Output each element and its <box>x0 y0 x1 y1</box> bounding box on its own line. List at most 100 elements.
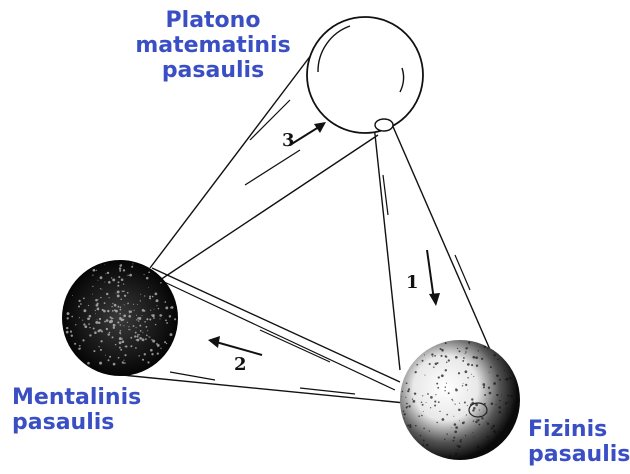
texture-speckle <box>411 398 414 400</box>
texture-speckle <box>107 333 110 336</box>
texture-speckle <box>128 312 131 314</box>
texture-speckle <box>123 314 127 318</box>
texture-speckle <box>92 293 94 295</box>
texture-speckle <box>409 425 412 429</box>
texture-speckle <box>134 335 137 338</box>
texture-speckle <box>467 347 469 349</box>
texture-speckle <box>141 309 145 312</box>
texture-speckle <box>478 423 481 426</box>
texture-speckle <box>122 317 124 319</box>
texture-speckle <box>493 354 496 357</box>
texture-speckle <box>149 318 152 321</box>
texture-speckle <box>152 339 156 343</box>
texture-speckle <box>141 315 143 317</box>
texture-speckle <box>418 415 420 417</box>
texture-speckle <box>495 403 497 406</box>
texture-speckle <box>128 314 132 318</box>
texture-speckle <box>99 348 103 351</box>
texture-speckle <box>139 300 141 302</box>
texture-speckle <box>457 445 461 448</box>
texture-speckle <box>78 305 80 308</box>
texture-speckle <box>475 403 478 407</box>
texture-speckle <box>117 305 120 308</box>
texture-speckle <box>428 362 431 366</box>
texture-speckle <box>489 366 492 369</box>
texture-speckle <box>478 409 480 411</box>
texture-speckle <box>136 338 140 342</box>
texture-speckle <box>78 347 81 350</box>
texture-speckle <box>151 353 154 356</box>
physical-world-label: Fizinis pasaulis <box>528 417 630 467</box>
texture-speckle <box>451 427 453 429</box>
texture-speckle <box>426 443 429 447</box>
texture-speckle <box>145 325 148 328</box>
texture-speckle <box>468 343 470 345</box>
texture-speckle <box>168 315 172 318</box>
texture-speckle <box>483 385 485 387</box>
texture-speckle <box>156 343 160 347</box>
texture-speckle <box>498 410 502 414</box>
texture-speckle <box>463 401 466 404</box>
texture-speckle <box>70 329 72 332</box>
texture-speckle <box>493 382 496 385</box>
texture-speckle <box>473 375 475 377</box>
texture-speckle <box>110 319 113 323</box>
texture-speckle <box>78 317 80 319</box>
texture-speckle <box>99 288 102 290</box>
texture-speckle <box>471 398 474 401</box>
texture-speckle <box>465 414 467 416</box>
texture-speckle <box>148 271 150 274</box>
texture-speckle <box>128 326 130 328</box>
texture-speckle <box>105 319 109 322</box>
texture-speckle <box>506 410 508 412</box>
texture-speckle <box>135 314 138 316</box>
texture-speckle <box>120 333 122 335</box>
texture-speckle <box>490 402 494 405</box>
texture-speckle <box>466 389 468 391</box>
texture-speckle <box>452 439 455 442</box>
texture-speckle <box>127 302 129 305</box>
texture-speckle <box>486 435 489 438</box>
texture-speckle <box>124 362 126 364</box>
physical-world-sphere <box>400 340 520 460</box>
texture-speckle <box>169 333 173 337</box>
texture-speckle <box>127 274 129 277</box>
texture-speckle <box>464 370 468 374</box>
texture-speckle <box>109 355 112 358</box>
texture-speckle <box>84 325 88 329</box>
texture-speckle <box>95 298 98 302</box>
texture-speckle <box>112 326 115 329</box>
texture-speckle <box>131 265 134 268</box>
texture-speckle <box>462 359 465 362</box>
texture-speckle <box>165 306 169 310</box>
texture-speckle <box>440 354 443 357</box>
texture-speckle <box>103 302 106 304</box>
texture-speckle <box>467 376 469 379</box>
texture-speckle <box>500 394 502 396</box>
texture-speckle <box>462 383 464 384</box>
texture-speckle <box>512 417 514 419</box>
texture-speckle <box>156 352 159 355</box>
texture-speckle <box>454 355 458 359</box>
texture-speckle <box>455 452 458 455</box>
texture-speckle <box>116 290 120 294</box>
texture-speckle <box>441 348 444 352</box>
texture-speckle <box>447 392 450 395</box>
texture-speckle <box>466 363 470 366</box>
texture-speckle <box>503 369 505 371</box>
texture-speckle <box>121 361 124 364</box>
texture-speckle <box>72 295 73 297</box>
texture-speckle <box>488 371 490 373</box>
texture-speckle <box>444 386 447 388</box>
texture-speckle <box>454 430 458 434</box>
texture-speckle <box>470 373 472 375</box>
texture-speckle <box>403 417 405 419</box>
texture-speckle <box>407 424 410 427</box>
texture-speckle <box>89 326 91 329</box>
texture-speckle <box>482 386 485 389</box>
texture-speckle <box>151 295 154 298</box>
texture-speckle <box>468 341 471 344</box>
texture-speckle <box>122 283 125 285</box>
texture-speckle <box>446 413 449 416</box>
texture-speckle <box>117 357 119 359</box>
